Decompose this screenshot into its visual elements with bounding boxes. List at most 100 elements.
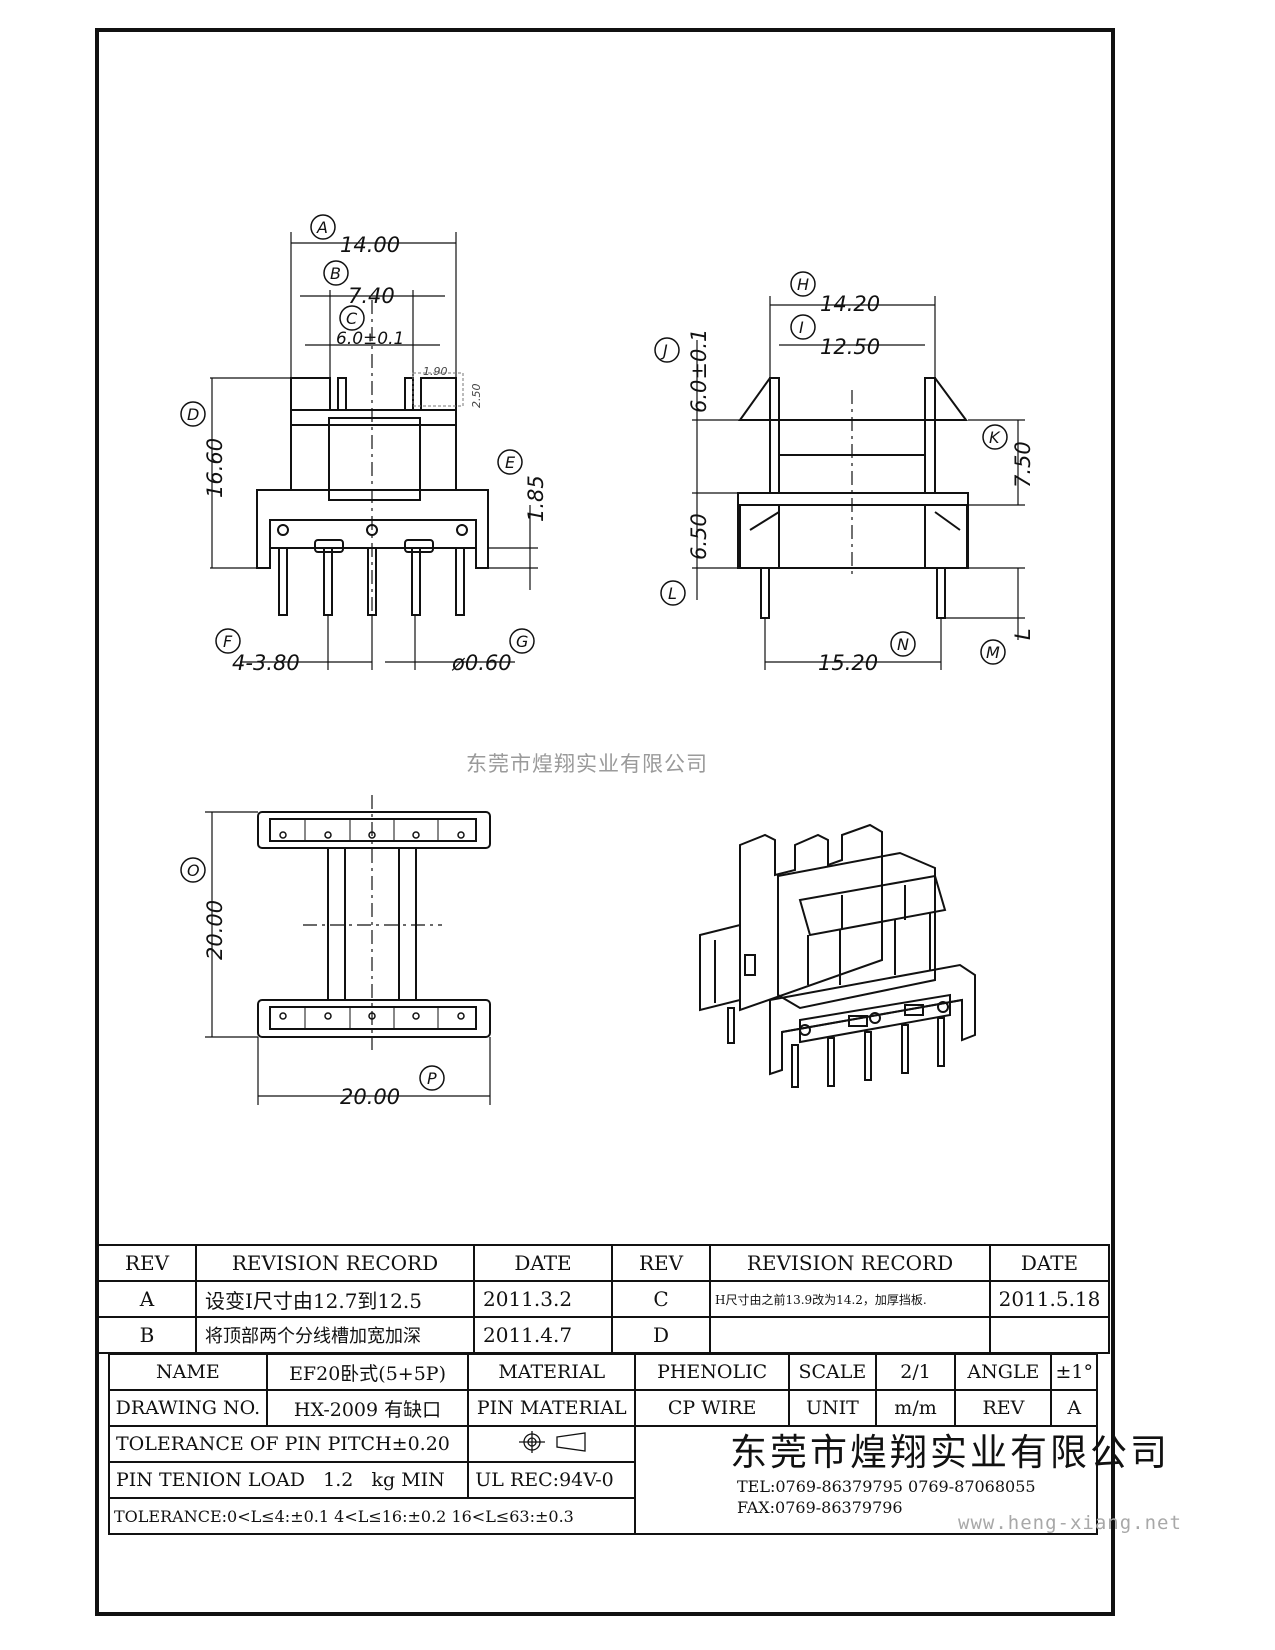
- dim-C-sub1: 1.90: [423, 365, 448, 378]
- top-view: [205, 795, 491, 1105]
- rev-cell: D: [611, 1316, 711, 1354]
- label-E: E: [505, 453, 516, 472]
- company-block: [634, 1425, 1098, 1535]
- revision-record-cell: H尺寸由之前13.9改为14.2，加厚挡板.: [709, 1280, 991, 1318]
- label-bubbles: [180, 214, 1008, 1091]
- dim-J-value: 6.0±0.1: [687, 329, 711, 413]
- material-label: MATERIAL: [467, 1353, 637, 1391]
- unit-label: UNIT: [788, 1389, 877, 1427]
- title-row-tension: PIN TENION LOAD 1.2 kg MIN UL REC:94V-0: [107, 1461, 1097, 1499]
- label-L: L: [668, 584, 677, 603]
- label-P: P: [427, 1069, 437, 1088]
- date-header-2: DATE: [989, 1244, 1110, 1282]
- revision-row: B 将顶部两个分线槽加宽加深 2011.4.7 D: [97, 1316, 1110, 1354]
- dim-H-value: 14.20: [820, 292, 880, 316]
- dim-F-value: 4-3.80: [232, 651, 300, 675]
- pin-tension-label: PIN TENION LOAD: [116, 1469, 306, 1491]
- dim-C-value: 6.0±0.1: [336, 329, 404, 349]
- pin-tension-value: 1.2: [323, 1469, 354, 1491]
- dim-P-value: 20.00: [340, 1085, 400, 1109]
- isometric-view: [699, 823, 976, 1088]
- revision-record-cell: [709, 1316, 991, 1354]
- company-name: 东莞市煌翔实业有限公司: [730, 1431, 1170, 1474]
- name-value: EF20卧式(5+5P): [265, 1353, 470, 1391]
- name-label: NAME: [108, 1353, 268, 1391]
- projection-icon: [518, 1430, 586, 1453]
- drawing-no-value: HX-2009 有缺口: [265, 1389, 470, 1427]
- pin-material-label: PIN MATERIAL: [467, 1389, 637, 1427]
- label-A: A: [316, 218, 328, 237]
- unit-value: m/m: [874, 1389, 957, 1427]
- dim-O-value: 20.00: [203, 900, 227, 960]
- dim-N-value: 15.20: [818, 651, 878, 675]
- revision-table: REV REVISION RECORD DATE REV REVISION RE…: [97, 1244, 1110, 1354]
- drawing-sheet-border: [95, 28, 1115, 1616]
- revision-record-header-2: REVISION RECORD: [709, 1244, 991, 1282]
- label-C: C: [346, 309, 358, 328]
- dim-C-sub2: 2.50: [470, 384, 483, 409]
- title-block: NAME EF20卧式(5+5P) MATERIAL PHENOLIC SCAL…: [107, 1353, 1098, 1535]
- title-row-tolerance: TOLERANCE OF PIN PITCH±0.20: [107, 1425, 1098, 1535]
- date-cell: [989, 1316, 1110, 1354]
- dim-L-value: 6.50: [687, 513, 711, 560]
- rev-header-2: REV: [611, 1244, 711, 1282]
- rev-cell: A: [97, 1280, 197, 1318]
- angle-value: ±1°: [1050, 1353, 1098, 1391]
- drawing-no-label: DRAWING NO.: [108, 1389, 268, 1427]
- date-cell: 2011.5.18: [989, 1280, 1110, 1318]
- revision-record-cell: 设变I尺寸由12.7到12.5: [195, 1280, 475, 1318]
- label-B: B: [330, 264, 341, 283]
- rev-header: REV: [97, 1244, 197, 1282]
- angle-label: ANGLE: [954, 1353, 1053, 1391]
- material-value: PHENOLIC: [634, 1353, 791, 1391]
- dim-A-value: 14.00: [340, 233, 400, 257]
- pin-material-value: CP WIRE: [634, 1389, 791, 1427]
- company-fax: FAX:0769-86379796: [737, 1498, 903, 1517]
- revision-record-header: REVISION RECORD: [195, 1244, 475, 1282]
- scale-value: 2/1: [874, 1353, 957, 1391]
- dim-K-value: 7.50: [1011, 441, 1035, 488]
- title-row-general-tolerance: TOLERANCE:0<L≤4:±0.1 4<L≤16:±0.2 16<L≤63…: [107, 1497, 1097, 1535]
- ul-rating: UL REC:94V-0: [467, 1461, 637, 1499]
- pin-tension-unit: kg MIN: [371, 1469, 445, 1491]
- rev-label: REV: [954, 1389, 1053, 1427]
- dim-I-value: 12.50: [820, 335, 880, 359]
- label-I: I: [799, 318, 804, 337]
- company-tel: TEL:0769-86379795 0769-87068055: [737, 1477, 1036, 1496]
- date-header: DATE: [473, 1244, 613, 1282]
- revision-record-cell: 将顶部两个分线槽加宽加深: [195, 1316, 475, 1354]
- rev-cell: B: [97, 1316, 197, 1354]
- dim-E-value: 1.85: [524, 475, 548, 522]
- dim-M-value: L: [1011, 628, 1035, 640]
- title-row-name: NAME EF20卧式(5+5P) MATERIAL PHENOLIC SCAL…: [108, 1353, 1098, 1391]
- label-J: J: [660, 341, 668, 360]
- label-D: D: [187, 405, 199, 424]
- date-cell: 2011.4.7: [473, 1316, 613, 1354]
- company-contact: TEL:0769-86379795 0769-87068055 FAX:0769…: [737, 1476, 1036, 1518]
- label-G: G: [516, 632, 528, 651]
- label-O: O: [187, 861, 200, 880]
- date-cell: 2011.3.2: [473, 1280, 613, 1318]
- dim-D-value: 16.60: [203, 438, 227, 498]
- company-watermark: 东莞市煌翔实业有限公司: [466, 752, 708, 776]
- title-row-drawing: DRAWING NO. HX-2009 有缺口 PIN MATERIAL CP …: [108, 1389, 1098, 1427]
- dim-G-value: ø0.60: [451, 651, 512, 675]
- label-K: K: [989, 428, 1001, 447]
- label-F: F: [223, 632, 233, 651]
- label-H: H: [797, 275, 809, 294]
- label-N: N: [897, 635, 909, 654]
- scale-label: SCALE: [788, 1353, 877, 1391]
- rev-cell: C: [611, 1280, 711, 1318]
- revision-header-row: REV REVISION RECORD DATE REV REVISION RE…: [97, 1244, 1110, 1282]
- projection-symbol: [467, 1425, 637, 1463]
- side-view: [692, 296, 1025, 670]
- label-M: M: [986, 643, 1000, 662]
- general-tolerance: TOLERANCE:0<L≤4:±0.1 4<L≤16:±0.2 16<L≤63…: [107, 1497, 637, 1535]
- rev-value: A: [1050, 1389, 1098, 1427]
- front-view: [210, 232, 538, 670]
- dim-B-value: 7.40: [348, 284, 395, 308]
- pin-pitch-tolerance: TOLERANCE OF PIN PITCH±0.20: [107, 1425, 470, 1463]
- pin-tension: PIN TENION LOAD 1.2 kg MIN: [107, 1461, 470, 1499]
- revision-row: A 设变I尺寸由12.7到12.5 2011.3.2 C H尺寸由之前13.9改…: [97, 1280, 1110, 1318]
